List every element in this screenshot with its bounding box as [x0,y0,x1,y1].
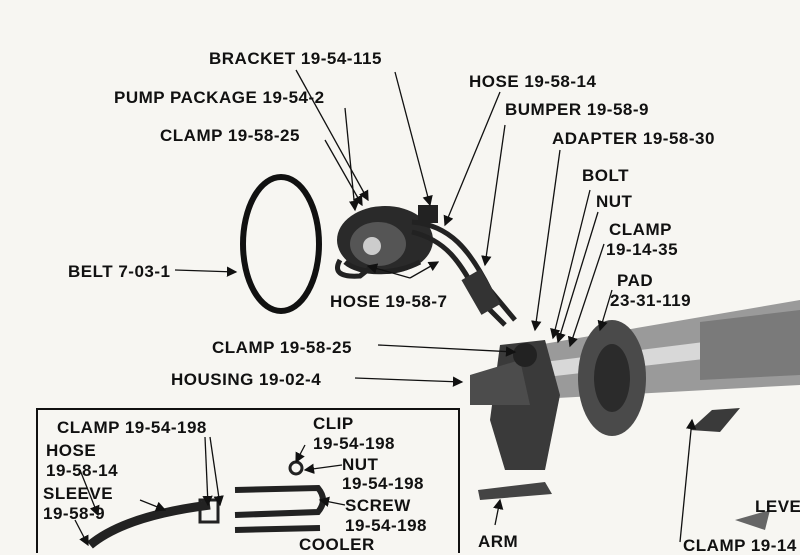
label-clamp-bottom: CLAMP 19-14 [683,536,797,555]
inset-label-hose-1: HOSE [46,441,97,460]
label-pump-package: PUMP PACKAGE 19-54-2 [114,88,325,107]
label-bracket: BRACKET 19-54-115 [209,49,382,68]
label-clamp-lower: CLAMP 19-58-25 [212,338,352,357]
inset-label-nut-1: NUT [342,455,379,474]
label-nut: NUT [596,192,633,211]
inset-label-clamp: CLAMP 19-54-198 [57,418,207,437]
label-clamp-steer-2: 19-14-35 [606,240,679,259]
label-pad-1: PAD [617,271,654,290]
inset-label-sleeve-1: SLEEVE [43,484,114,503]
steering-column-shape [520,300,800,436]
label-hose-top: HOSE 19-58-14 [469,72,597,91]
label-clamp-upper: CLAMP 19-58-25 [160,126,300,145]
label-pad-2: 23-31-119 [610,291,692,310]
inset-box [36,408,460,553]
label-bolt: BOLT [582,166,630,185]
leader-lines [174,69,697,543]
label-hose-mid: HOSE 19-58-7 [330,292,448,311]
label-bumper: BUMPER 19-58-9 [505,100,649,119]
pump-shape [335,205,438,279]
label-clamp-steer-1: CLAMP [609,220,672,239]
inset-label-nut-2: 19-54-198 [342,474,425,493]
label-adapter: ADAPTER 19-58-30 [552,129,715,148]
inset-label-sleeve-2: 19-58-9 [43,504,106,523]
arm-shape [478,482,552,500]
inset-label-cooler: COOLER [299,535,375,554]
inset-label-screw-2: 19-54-198 [345,516,428,535]
inset-label-screw-1: SCREW [345,496,411,515]
label-housing: HOUSING 19-02-4 [171,370,322,389]
housing-shape [470,340,560,470]
inset-label-clip-2: 19-54-198 [313,434,396,453]
label-arm: ARM [478,532,519,551]
inset-label-hose-2: 19-58-14 [46,461,119,480]
label-lever: LEVE [755,497,800,516]
belt-shape [240,174,322,314]
inset-label-clip-1: CLIP [313,414,354,433]
label-belt: BELT 7-03-1 [68,262,171,281]
